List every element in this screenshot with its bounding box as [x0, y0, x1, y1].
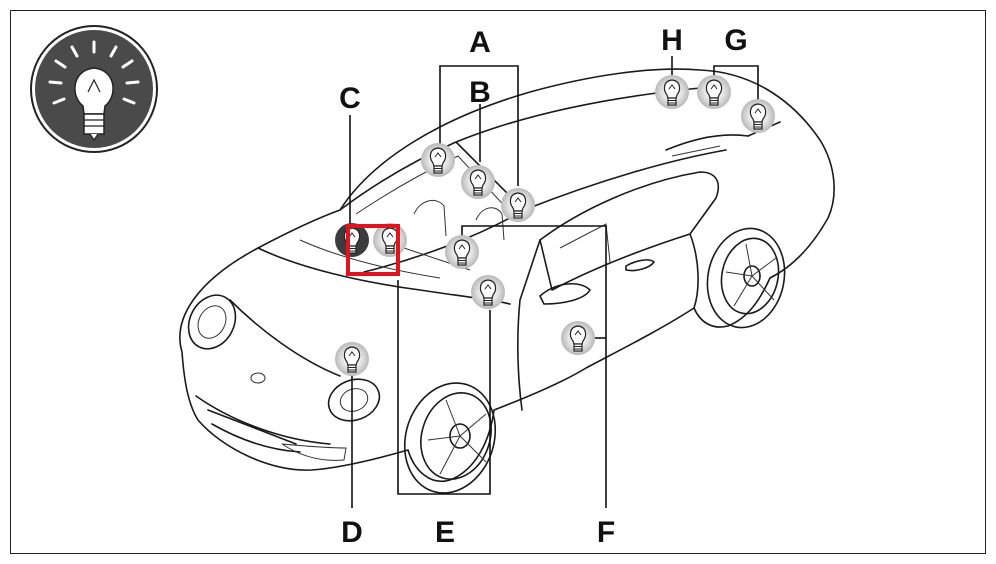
bulb-marker-icon	[373, 223, 407, 257]
label-E: E	[435, 516, 455, 549]
bulb-markers	[335, 75, 775, 376]
bulb-marker-icon	[655, 75, 689, 109]
car-outline	[179, 68, 835, 494]
bulb-marker-icon	[445, 235, 479, 269]
label-F: F	[597, 516, 615, 549]
label-G: G	[724, 24, 747, 57]
bulb-marker-icon	[501, 188, 535, 222]
leader-lines	[349, 56, 759, 508]
bulb-marker-icon	[335, 342, 369, 376]
bulb-marker-icon	[471, 275, 505, 309]
highlight-box	[346, 224, 400, 276]
light-bulb-badge-icon	[30, 25, 158, 153]
bulb-marker-icon	[335, 223, 369, 257]
bulb-marker-icon	[561, 321, 595, 355]
label-D: D	[341, 516, 363, 549]
bulb-marker-icon	[421, 143, 455, 177]
bulb-marker-icon	[741, 99, 775, 133]
bulb-marker-icon	[461, 165, 495, 199]
label-H: H	[661, 24, 683, 57]
bulb-marker-icon	[697, 75, 731, 109]
label-C: C	[339, 82, 361, 115]
label-B: B	[469, 76, 491, 109]
label-A: A	[469, 26, 491, 59]
